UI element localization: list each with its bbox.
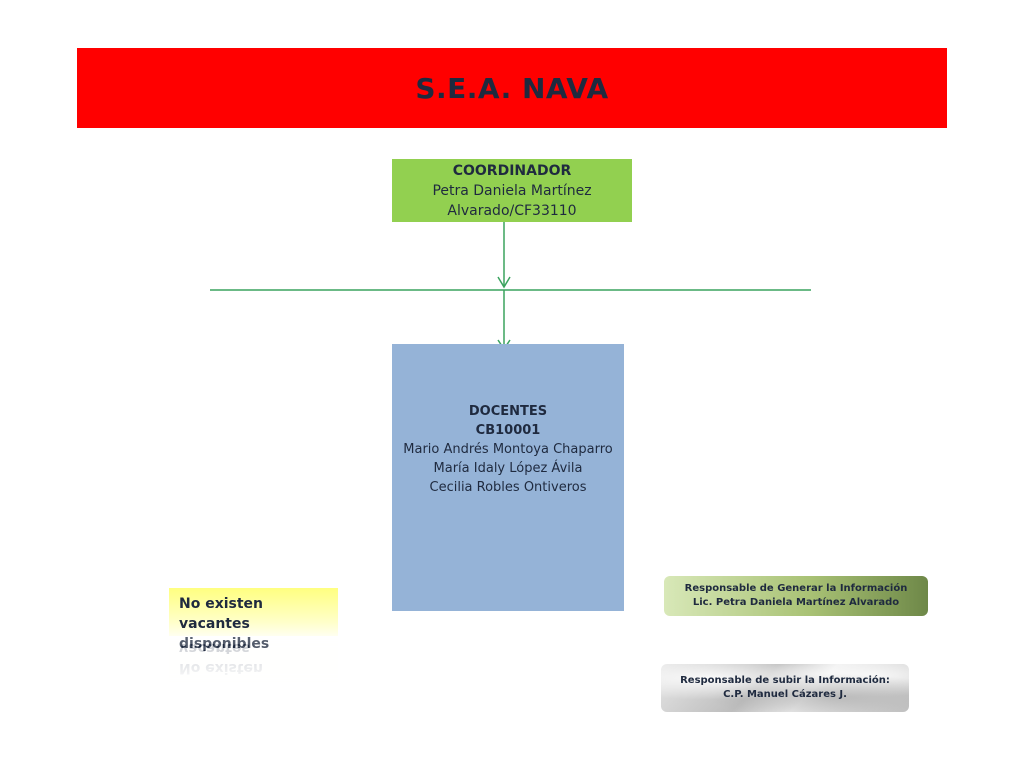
vacancies-reflection: No existen vacantes disponibles	[169, 636, 338, 684]
teachers-role: DOCENTES	[468, 404, 548, 419]
coordinator-name-line1: Petra Daniela Martínez	[432, 182, 592, 199]
teachers-code: CB10001	[475, 423, 541, 438]
teacher-member: María Idaly López Ávila	[433, 461, 583, 476]
teacher-member: Cecilia Robles Ontiveros	[429, 480, 587, 495]
responsible-upload-line1: Responsable de subir la Información:	[680, 675, 890, 686]
page-title: S.E.A. NAVA	[415, 71, 609, 105]
vacancies-note: No existen vacantes disponibles No exist…	[169, 588, 338, 684]
teacher-member: Mario Andrés Montoya Chaparro	[403, 442, 613, 457]
vacancies-line1: No existen vacantes	[179, 596, 264, 632]
arrowhead-to-hline	[497, 276, 511, 289]
responsible-generate-line2: Lic. Petra Daniela Martínez Alvarado	[692, 597, 900, 608]
responsible-generate-line1: Responsable de Generar la Información	[684, 583, 908, 594]
responsible-upload-box: Responsable de subir la Información: C.P…	[661, 664, 909, 712]
vacancies-box: No existen vacantes disponibles	[169, 588, 338, 652]
teachers-box: DOCENTES CB10001 Mario Andrés Montoya Ch…	[392, 344, 624, 611]
responsible-generate-box: Responsable de Generar la Información Li…	[664, 576, 928, 616]
vacancies-reflection-line1: No existen vacantes	[179, 640, 264, 676]
title-bar: S.E.A. NAVA	[77, 48, 947, 128]
vacancies-reflection-line2: disponibles	[179, 636, 328, 638]
coordinator-name-line2: Alvarado/CF33110	[447, 202, 577, 219]
coordinator-box: COORDINADOR Petra Daniela Martínez Alvar…	[392, 159, 632, 222]
responsible-upload-line2: C.P. Manuel Cázares J.	[723, 689, 847, 700]
coordinator-role: COORDINADOR	[452, 162, 572, 179]
vacancies-line2: disponibles	[179, 636, 270, 652]
